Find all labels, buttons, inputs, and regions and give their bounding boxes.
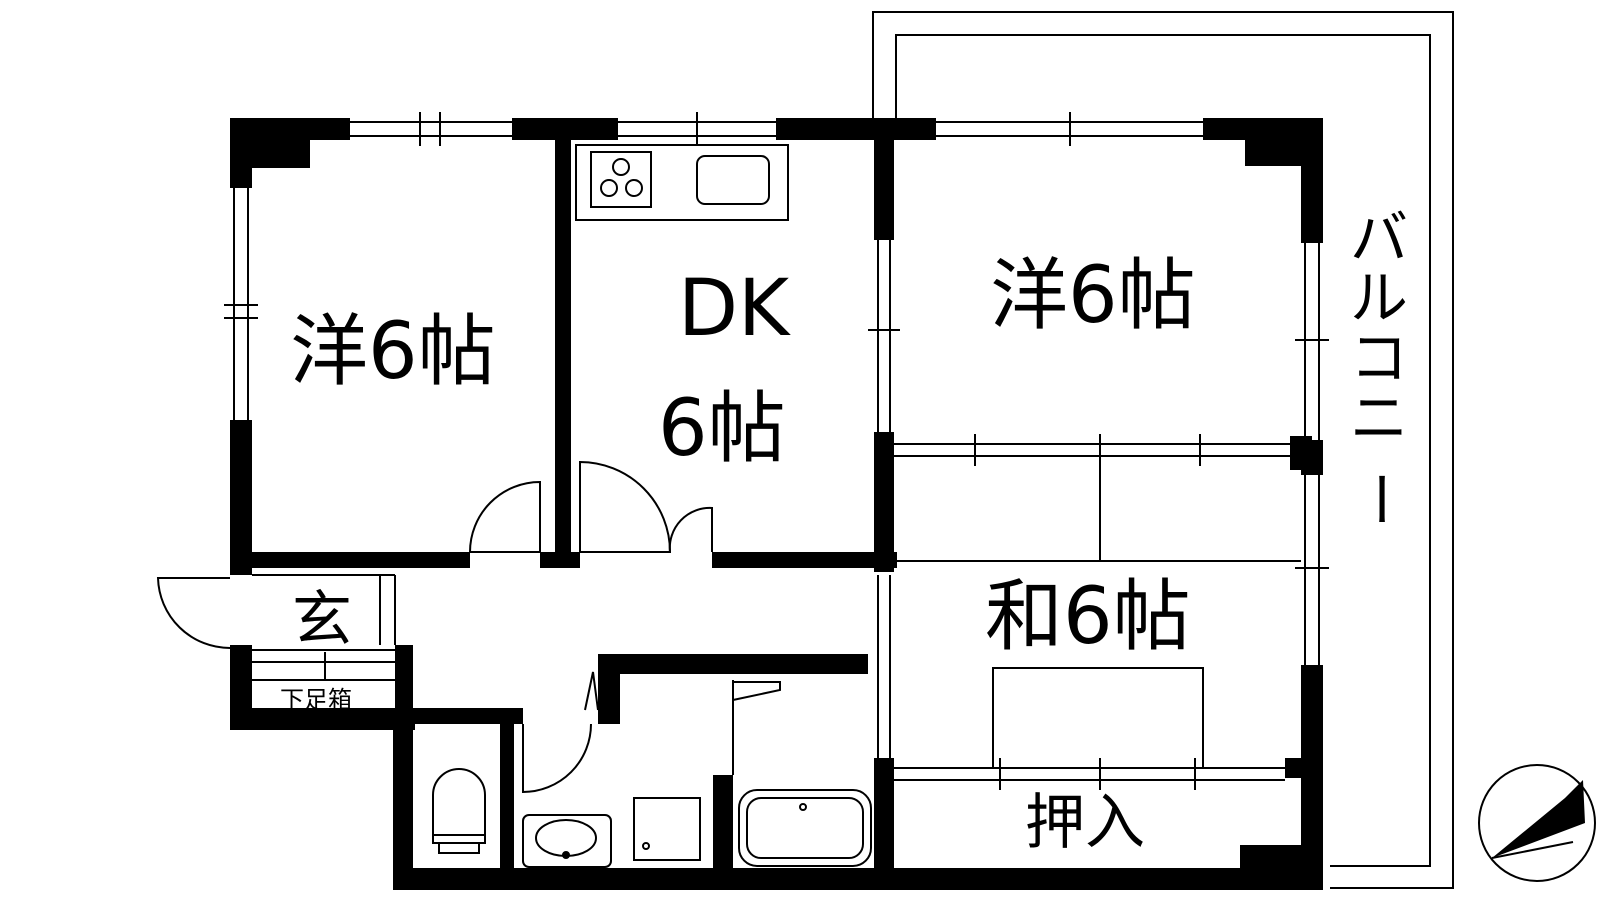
balcony-outline: [872, 11, 1454, 889]
room-label-japanese: 和6帖: [985, 572, 1191, 662]
balcony-char-2: ル: [1350, 264, 1408, 332]
room-label-shoe-box: 下足箱: [280, 686, 352, 714]
walls: [230, 118, 1323, 890]
north-arrow-icon: [1478, 764, 1596, 882]
room-label-entrance: 玄: [292, 585, 352, 655]
toilet-icon: [432, 768, 486, 854]
room-label-dk-line2: 6帖: [658, 384, 786, 474]
balcony-char-1: バ: [1350, 204, 1408, 272]
genkan-area: [252, 574, 396, 681]
room-label-western-right: 洋6帖: [990, 251, 1196, 341]
kitchen-counter: [575, 144, 789, 221]
windows: [224, 112, 1329, 760]
doors: [156, 460, 781, 794]
balcony-char-4: ニ: [1350, 384, 1408, 452]
balcony-char-5: ー: [1346, 470, 1414, 528]
room-label-closet: 押入: [1025, 788, 1145, 858]
balcony-char-3: コ: [1350, 324, 1408, 392]
room-label-western-left: 洋6帖: [290, 307, 496, 397]
room-label-dk-line1: DK: [678, 264, 791, 354]
bathtub-icon: [738, 789, 872, 867]
washbasin-icon: [522, 797, 701, 868]
sliding-doors: [894, 434, 1301, 790]
